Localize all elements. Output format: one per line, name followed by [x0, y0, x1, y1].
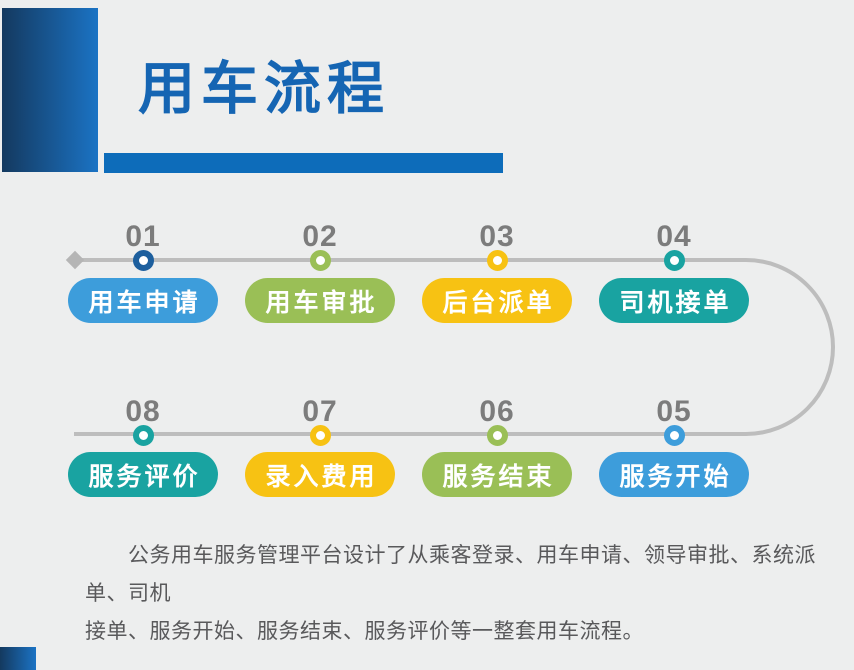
flow-path — [70, 258, 835, 436]
step-pill: 司机接单 — [599, 278, 749, 323]
step-dot-icon — [486, 424, 508, 446]
step-dot-icon — [486, 249, 508, 271]
step-dot-icon — [663, 249, 685, 271]
step-number: 06 — [479, 395, 515, 428]
description-paragraph: 公务用车服务管理平台设计了从乘客登录、用车申请、领导审批、系统派单、司机 接单、… — [85, 537, 825, 651]
top-left-accent-bar — [2, 8, 98, 172]
step-pill: 用车申请 — [68, 278, 218, 323]
step-number: 08 — [125, 395, 161, 428]
step-dot-icon — [309, 249, 331, 271]
step-number: 01 — [125, 220, 161, 253]
flow-start-diamond-icon — [65, 250, 85, 270]
description-line-2: 接单、服务开始、服务结束、服务评价等一整套用车流程。 — [85, 620, 644, 643]
page-title: 用车流程 — [138, 57, 390, 121]
step-dot-icon — [132, 249, 154, 271]
step-pill: 用车审批 — [245, 278, 395, 323]
step-pill: 服务结束 — [422, 452, 572, 497]
bottom-left-accent-bar — [0, 647, 36, 670]
title-underline-bar — [104, 153, 503, 173]
step-number: 07 — [302, 395, 338, 428]
step-number: 03 — [479, 220, 515, 253]
step-pill: 服务评价 — [68, 452, 218, 497]
step-dot-icon — [663, 424, 685, 446]
step-dot-icon — [309, 424, 331, 446]
step-pill: 录入费用 — [245, 452, 395, 497]
step-dot-icon — [132, 424, 154, 446]
step-pill: 服务开始 — [599, 452, 749, 497]
step-pill: 后台派单 — [422, 278, 572, 323]
step-number: 04 — [656, 220, 692, 253]
description-line-1: 公务用车服务管理平台设计了从乘客登录、用车申请、领导审批、系统派单、司机 — [85, 544, 816, 605]
step-number: 05 — [656, 395, 692, 428]
step-number: 02 — [302, 220, 338, 253]
